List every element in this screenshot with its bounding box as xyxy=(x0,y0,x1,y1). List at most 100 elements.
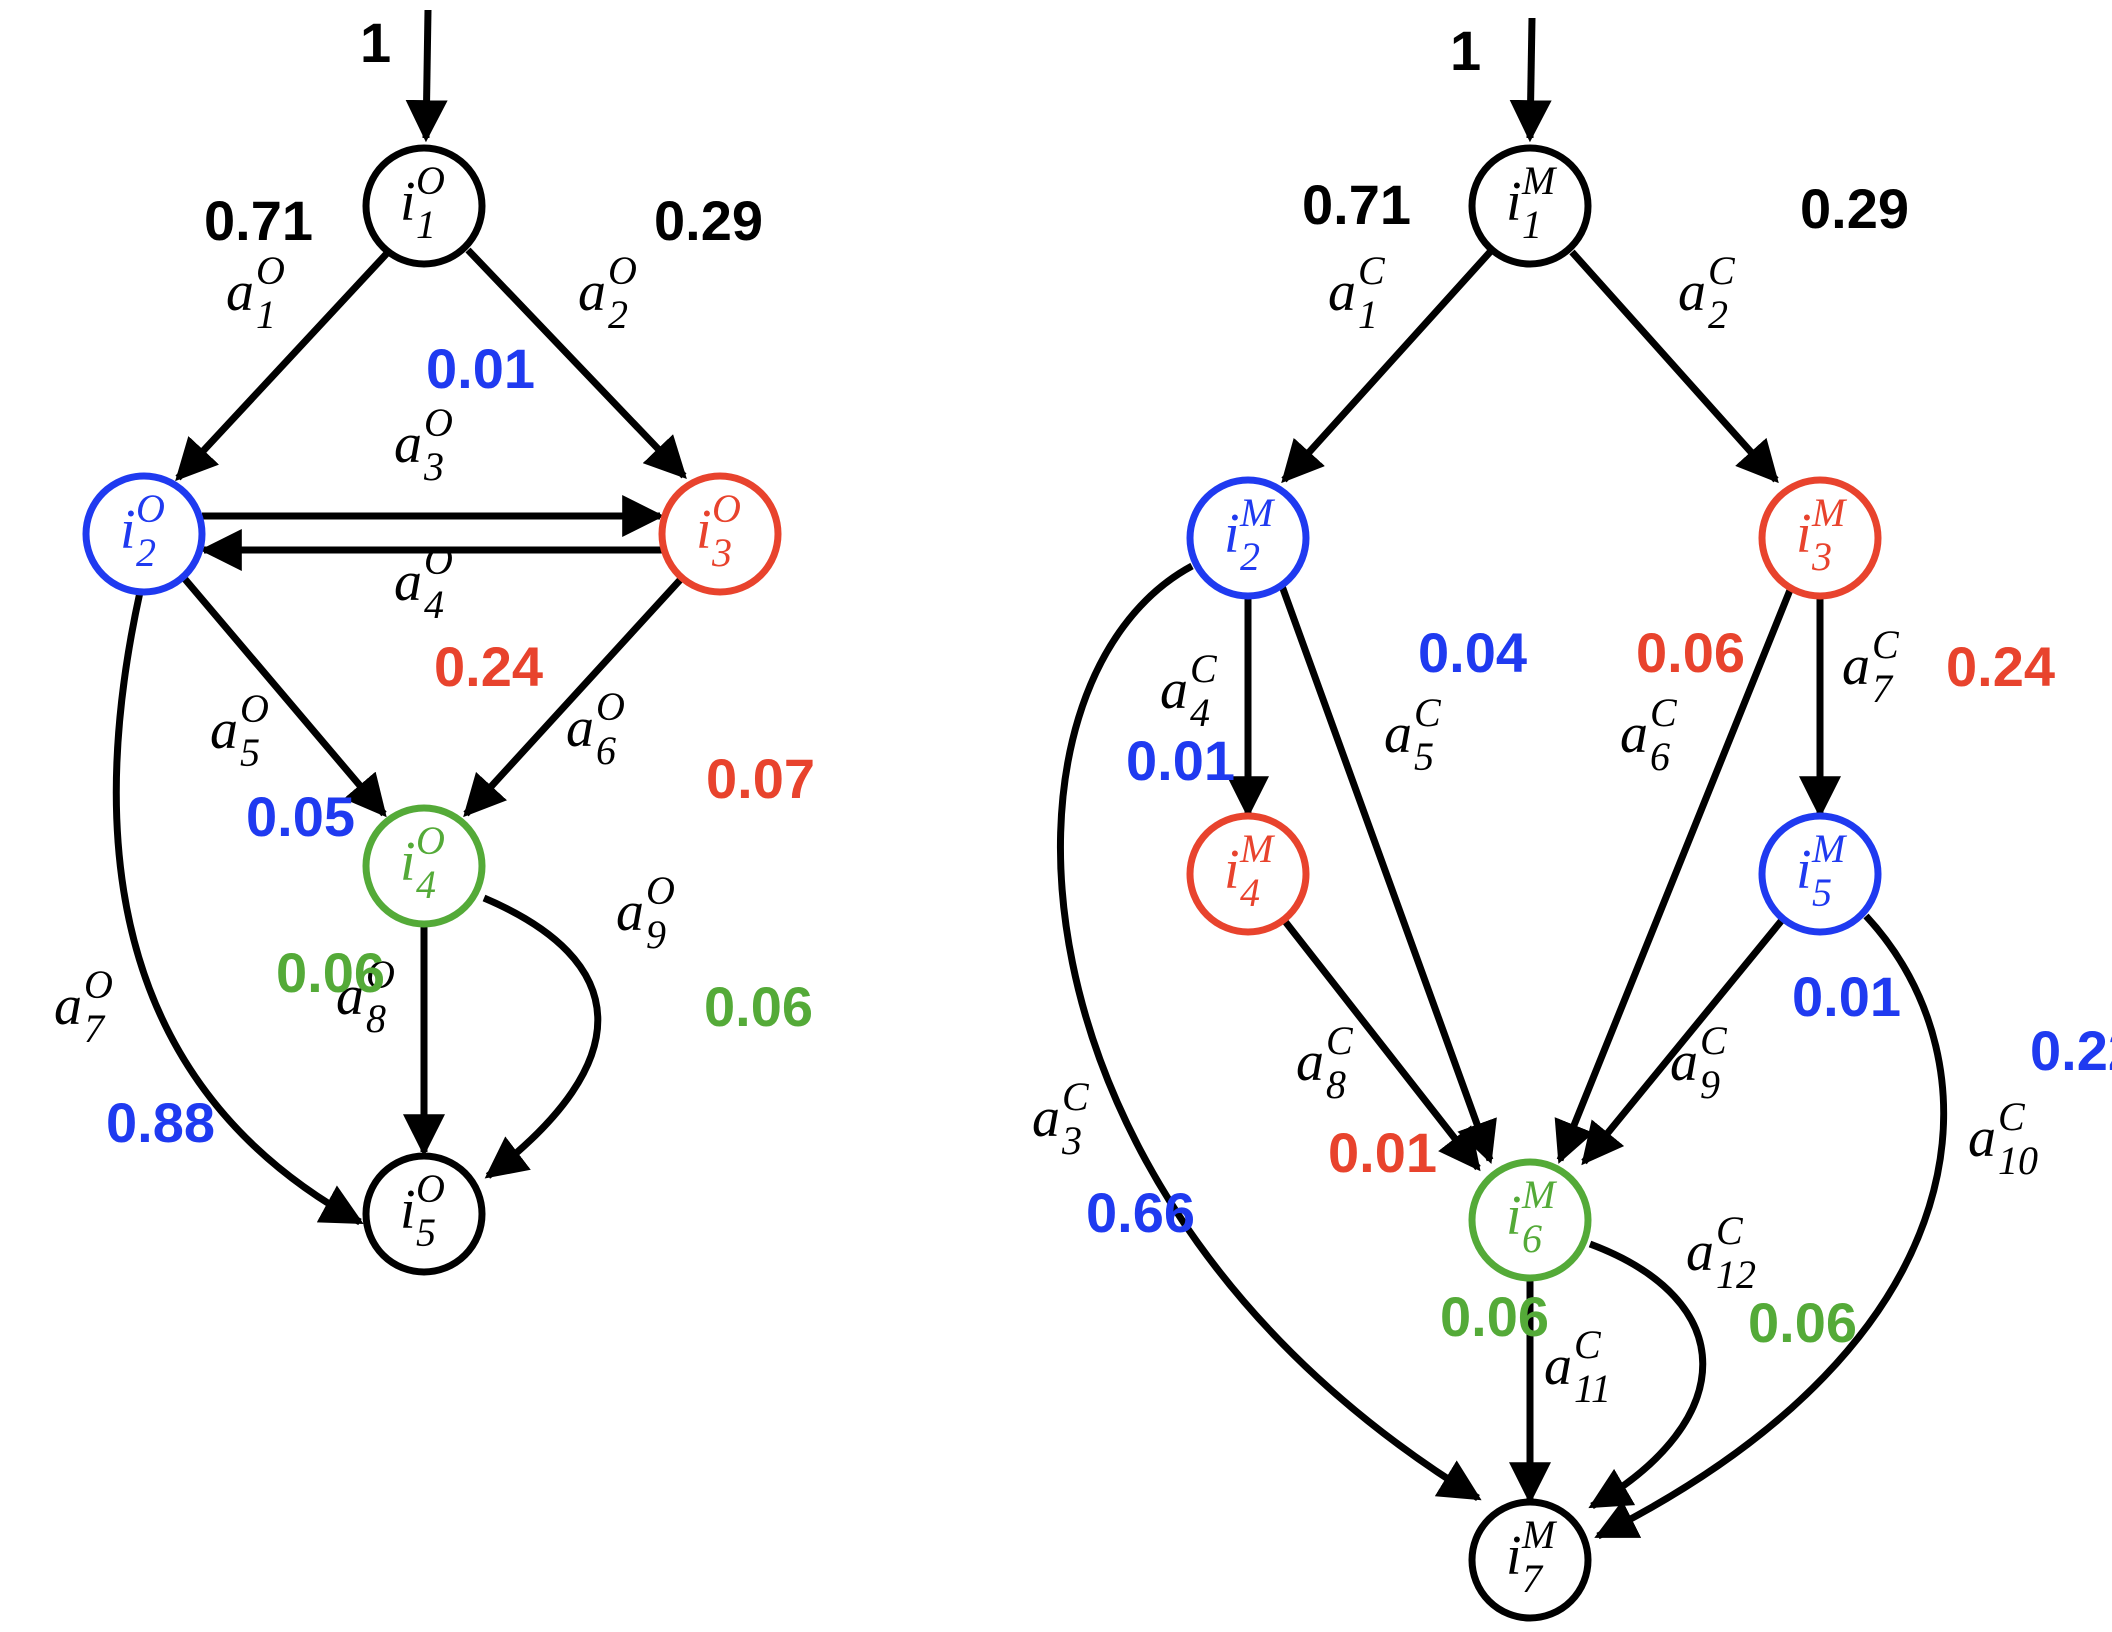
left_graph-edge-a2 xyxy=(465,247,687,480)
svg-text:6: 6 xyxy=(1650,734,1670,779)
svg-text:5: 5 xyxy=(1414,734,1434,779)
svg-text:7: 7 xyxy=(1872,666,1894,711)
svg-text:a: a xyxy=(1544,1335,1572,1397)
svg-text:3: 3 xyxy=(1061,1118,1082,1163)
right_graph-node-circle-i1 xyxy=(1468,144,1592,268)
right_graph-edge-a12 xyxy=(1588,1240,1707,1510)
svg-text:O: O xyxy=(240,686,269,731)
svg-text:a: a xyxy=(226,261,254,323)
svg-text:a: a xyxy=(578,261,606,323)
left_graph-node-circle-i5 xyxy=(362,1152,486,1276)
right_graph-edge-a9 xyxy=(1581,917,1785,1166)
svg-text:a: a xyxy=(394,413,422,475)
svg-text:5: 5 xyxy=(1812,870,1832,915)
left_graph-edge-prob-a2: 0.29 xyxy=(654,189,763,252)
svg-text:i: i xyxy=(120,499,136,561)
svg-text:7: 7 xyxy=(84,1006,106,1051)
svg-text:C: C xyxy=(1414,690,1442,735)
left_graph-start-arrow xyxy=(405,9,448,143)
svg-text:C: C xyxy=(1650,690,1678,735)
svg-text:C: C xyxy=(1326,1018,1354,1063)
svg-text:O: O xyxy=(424,538,453,583)
svg-text:a: a xyxy=(1686,1221,1714,1283)
right_graph-start-prob: 1 xyxy=(1450,19,1481,82)
right_graph-edge-a8 xyxy=(1281,917,1481,1172)
svg-text:2: 2 xyxy=(136,530,156,575)
svg-text:O: O xyxy=(646,868,675,913)
left_graph-node-circle-i4 xyxy=(362,804,486,928)
svg-text:1: 1 xyxy=(256,292,276,337)
left_graph-edge-prob-a4: 0.24 xyxy=(434,635,543,698)
svg-text:a: a xyxy=(1384,703,1412,765)
svg-text:9: 9 xyxy=(646,912,666,957)
svg-text:6: 6 xyxy=(1522,1216,1542,1261)
svg-text:a: a xyxy=(566,697,594,759)
svg-text:M: M xyxy=(1521,1512,1558,1557)
left_graph-node-circle-i1 xyxy=(362,144,486,268)
left_graph-edge-prob-a5: 0.05 xyxy=(246,785,355,848)
svg-text:M: M xyxy=(1521,1172,1558,1217)
svg-text:O: O xyxy=(256,248,285,293)
right_graph-edge-prob-a1: 0.71 xyxy=(1302,173,1411,236)
svg-text:O: O xyxy=(366,952,395,997)
svg-text:4: 4 xyxy=(424,582,444,627)
svg-text:C: C xyxy=(1700,1018,1728,1063)
svg-text:O: O xyxy=(416,818,445,863)
svg-text:C: C xyxy=(1872,622,1900,667)
svg-text:4: 4 xyxy=(1190,690,1210,735)
left_graph-edge-prob-a1: 0.71 xyxy=(204,189,313,252)
svg-text:11: 11 xyxy=(1574,1366,1611,1411)
right_graph-edge-prob-a10: 0.22 xyxy=(2030,1019,2112,1082)
left_graph-node-circle-i3 xyxy=(658,472,782,596)
right_graph-edge-prob-a3: 0.66 xyxy=(1086,1181,1195,1244)
right_graph-start-arrow xyxy=(1509,17,1552,143)
svg-text:10: 10 xyxy=(1998,1138,2038,1183)
svg-text:C: C xyxy=(1062,1074,1090,1119)
right_graph-node-circle-i6 xyxy=(1468,1158,1592,1282)
svg-text:M: M xyxy=(1239,826,1276,871)
svg-text:a: a xyxy=(1620,703,1648,765)
svg-text:2: 2 xyxy=(1240,534,1260,579)
right_graph-edge-a6 xyxy=(1554,588,1794,1164)
svg-text:a: a xyxy=(54,975,82,1037)
svg-text:i: i xyxy=(400,171,416,233)
right_graph-edge-prob-a6: 0.06 xyxy=(1636,621,1745,684)
svg-text:4: 4 xyxy=(1240,870,1260,915)
right_graph-node-circle-i7 xyxy=(1468,1498,1592,1622)
right_graph-edge-a1 xyxy=(1281,249,1493,484)
svg-text:3: 3 xyxy=(423,444,444,489)
svg-text:O: O xyxy=(424,400,453,445)
svg-text:C: C xyxy=(1574,1322,1602,1367)
svg-text:a: a xyxy=(336,965,364,1027)
right_graph-edge-prob-a2: 0.29 xyxy=(1800,177,1909,240)
svg-text:i: i xyxy=(1796,839,1812,901)
svg-text:7: 7 xyxy=(1522,1556,1544,1601)
right_graph-edge-prob-a5: 0.04 xyxy=(1418,621,1527,684)
right_graph-node-circle-i4 xyxy=(1186,812,1310,936)
left_graph-edge-a5 xyxy=(181,575,387,818)
left_graph-edge-prob-a6: 0.07 xyxy=(706,747,815,810)
left_graph-start-prob: 1 xyxy=(360,11,391,74)
svg-text:a: a xyxy=(1670,1031,1698,1093)
right_graph-edge-a3 xyxy=(1057,562,1482,1501)
right_graph-edge-a5 xyxy=(1278,584,1497,1164)
right_graph-edge-a10 xyxy=(1594,913,1948,1540)
svg-text:8: 8 xyxy=(366,996,386,1041)
